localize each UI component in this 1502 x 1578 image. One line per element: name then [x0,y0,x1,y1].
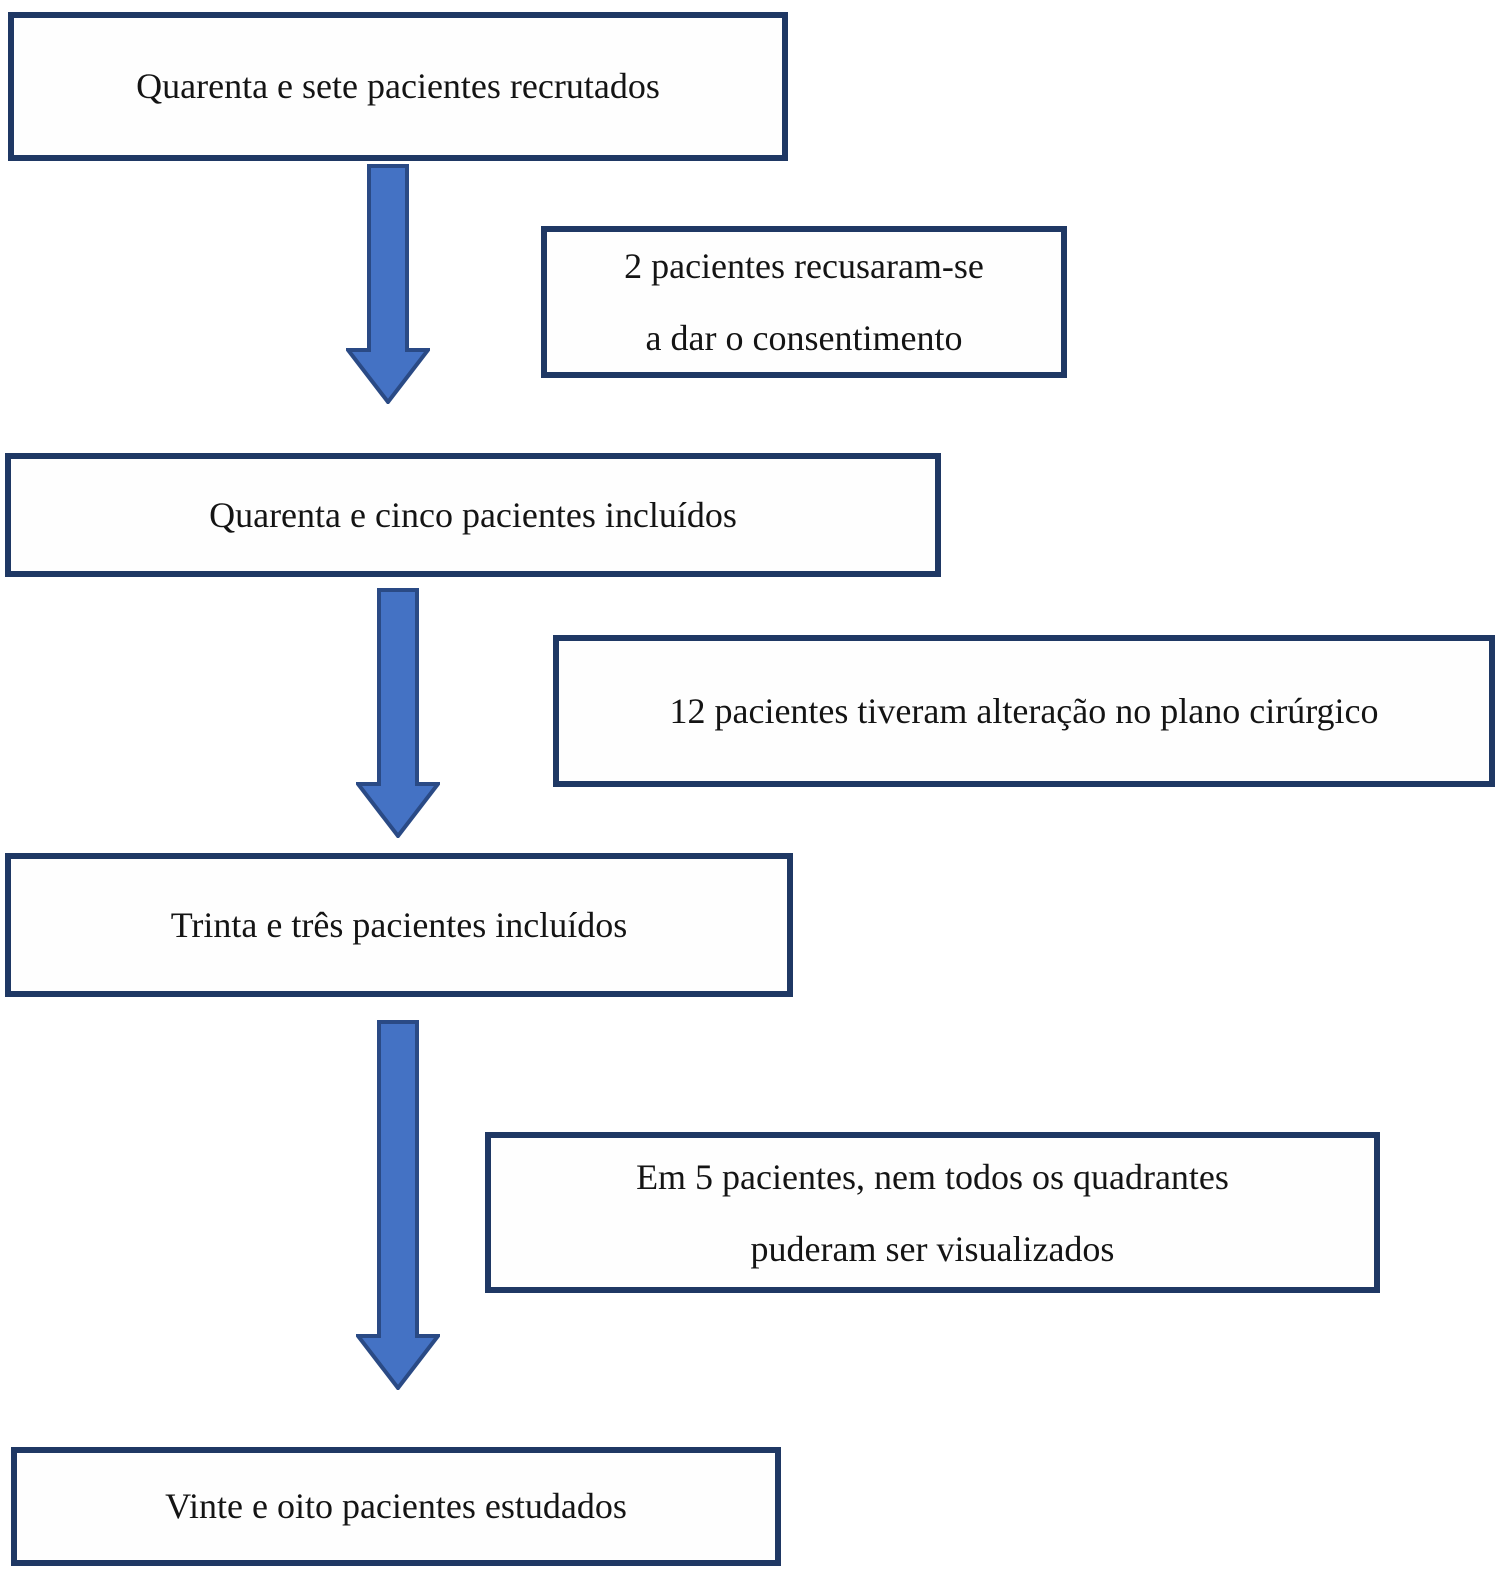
box-quadrants-not-visualized: Em 5 pacientes, nem todos os quadrantes … [485,1132,1380,1293]
down-arrow-icon [346,164,430,404]
box-quadrants-not-visualized-line2: puderam ser visualizados [750,1228,1115,1269]
box-patients-recruited-label: Quarenta e sete pacientes recrutados [136,66,660,107]
box-patients-studied: Vinte e oito pacientes estudados [11,1447,781,1566]
box-patients-included-45-label: Quarenta e cinco pacientes incluídos [209,494,737,535]
box-patients-studied-label: Vinte e oito pacientes estudados [165,1486,627,1527]
box-quadrants-not-visualized-line1: Em 5 pacientes, nem todos os quadrantes [636,1156,1229,1197]
box-refused-consent-line2: a dar o consentimento [645,318,963,358]
box-refused-consent-line1: 2 pacientes recusaram-se [624,246,984,286]
down-arrow-icon [356,588,440,838]
box-patients-included-45: Quarenta e cinco pacientes incluídos [5,453,941,577]
box-patients-included-33-label: Trinta e três pacientes incluídos [170,904,628,945]
box-refused-consent: 2 pacientes recusaram-se a dar o consent… [541,226,1067,378]
box-patients-included-33: Trinta e três pacientes incluídos [5,853,793,997]
down-arrow-icon [356,1020,440,1390]
box-surgical-plan-change: 12 pacientes tiveram alteração no plano … [553,635,1495,787]
box-surgical-plan-change-label: 12 pacientes tiveram alteração no plano … [669,690,1379,731]
box-patients-recruited: Quarenta e sete pacientes recrutados [8,12,788,161]
